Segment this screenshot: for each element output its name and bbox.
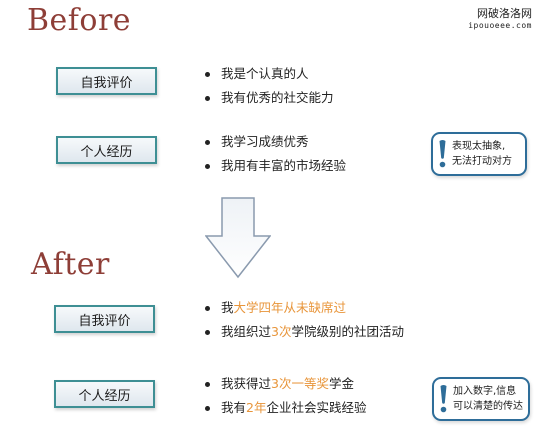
- text-segment: 我获得过: [221, 376, 272, 391]
- after-experience-label: 个人经历: [54, 380, 155, 408]
- exclamation-icon: [440, 385, 447, 413]
- before-self-eval-label: 自我评价: [56, 67, 157, 95]
- note-line: 加入数字,信息: [453, 386, 517, 397]
- after-note-callout: 加入数字,信息 可以清楚的传达: [432, 377, 530, 421]
- text-segment: 学院级别的社团活动: [291, 324, 404, 339]
- before-note-callout: 表现太抽象, 无法打动对方: [431, 132, 527, 176]
- before-experience-label: 个人经历: [56, 136, 157, 164]
- after-self-eval-label: 自我评价: [54, 305, 155, 333]
- down-arrow-icon: [205, 197, 271, 279]
- watermark: 网破洛洛网 ipouoeee.com: [468, 7, 532, 31]
- highlight-text: 3次: [271, 324, 292, 339]
- after-self-eval-list: 我大学四年从未缺席过 我组织过3次学院级别的社团活动: [203, 296, 404, 344]
- list-item: 我学习成绩优秀: [203, 130, 346, 154]
- text-segment: 我有: [221, 400, 247, 415]
- highlight-text: 3次一等奖: [271, 376, 329, 391]
- after-title: After: [31, 247, 110, 282]
- note-line: 表现太抽象,: [452, 141, 506, 152]
- before-experience-list: 我学习成绩优秀 我用有丰富的市场经验: [203, 130, 346, 178]
- before-self-eval-list: 我是个认真的人 我有优秀的社交能力: [203, 62, 334, 110]
- before-title: Before: [27, 3, 132, 38]
- text-segment: 我组织过: [221, 324, 272, 339]
- after-note-text: 加入数字,信息 可以清楚的传达: [453, 384, 523, 414]
- note-line: 可以清楚的传达: [453, 401, 523, 412]
- text-segment: 我: [221, 300, 234, 315]
- watermark-title: 网破洛洛网: [477, 7, 532, 20]
- list-item: 我是个认真的人: [203, 62, 334, 86]
- list-item: 我有优秀的社交能力: [203, 86, 334, 110]
- list-item: 我有2年企业社会实践经验: [203, 396, 366, 420]
- text-segment: 企业社会实践经验: [266, 400, 367, 415]
- exclamation-icon: [439, 140, 446, 168]
- list-item: 我组织过3次学院级别的社团活动: [203, 320, 404, 344]
- highlight-text: 大学四年从未缺席过: [233, 300, 347, 315]
- highlight-text: 2年: [246, 400, 267, 415]
- list-item: 我获得过3次一等奖学金: [203, 372, 366, 396]
- watermark-url: ipouoeee.com: [468, 21, 532, 30]
- before-note-text: 表现太抽象, 无法打动对方: [452, 139, 512, 169]
- list-item: 我大学四年从未缺席过: [203, 296, 404, 320]
- note-line: 无法打动对方: [452, 156, 512, 167]
- text-segment: 学金: [328, 376, 354, 391]
- after-experience-list: 我获得过3次一等奖学金 我有2年企业社会实践经验: [203, 372, 366, 420]
- list-item: 我用有丰富的市场经验: [203, 154, 346, 178]
